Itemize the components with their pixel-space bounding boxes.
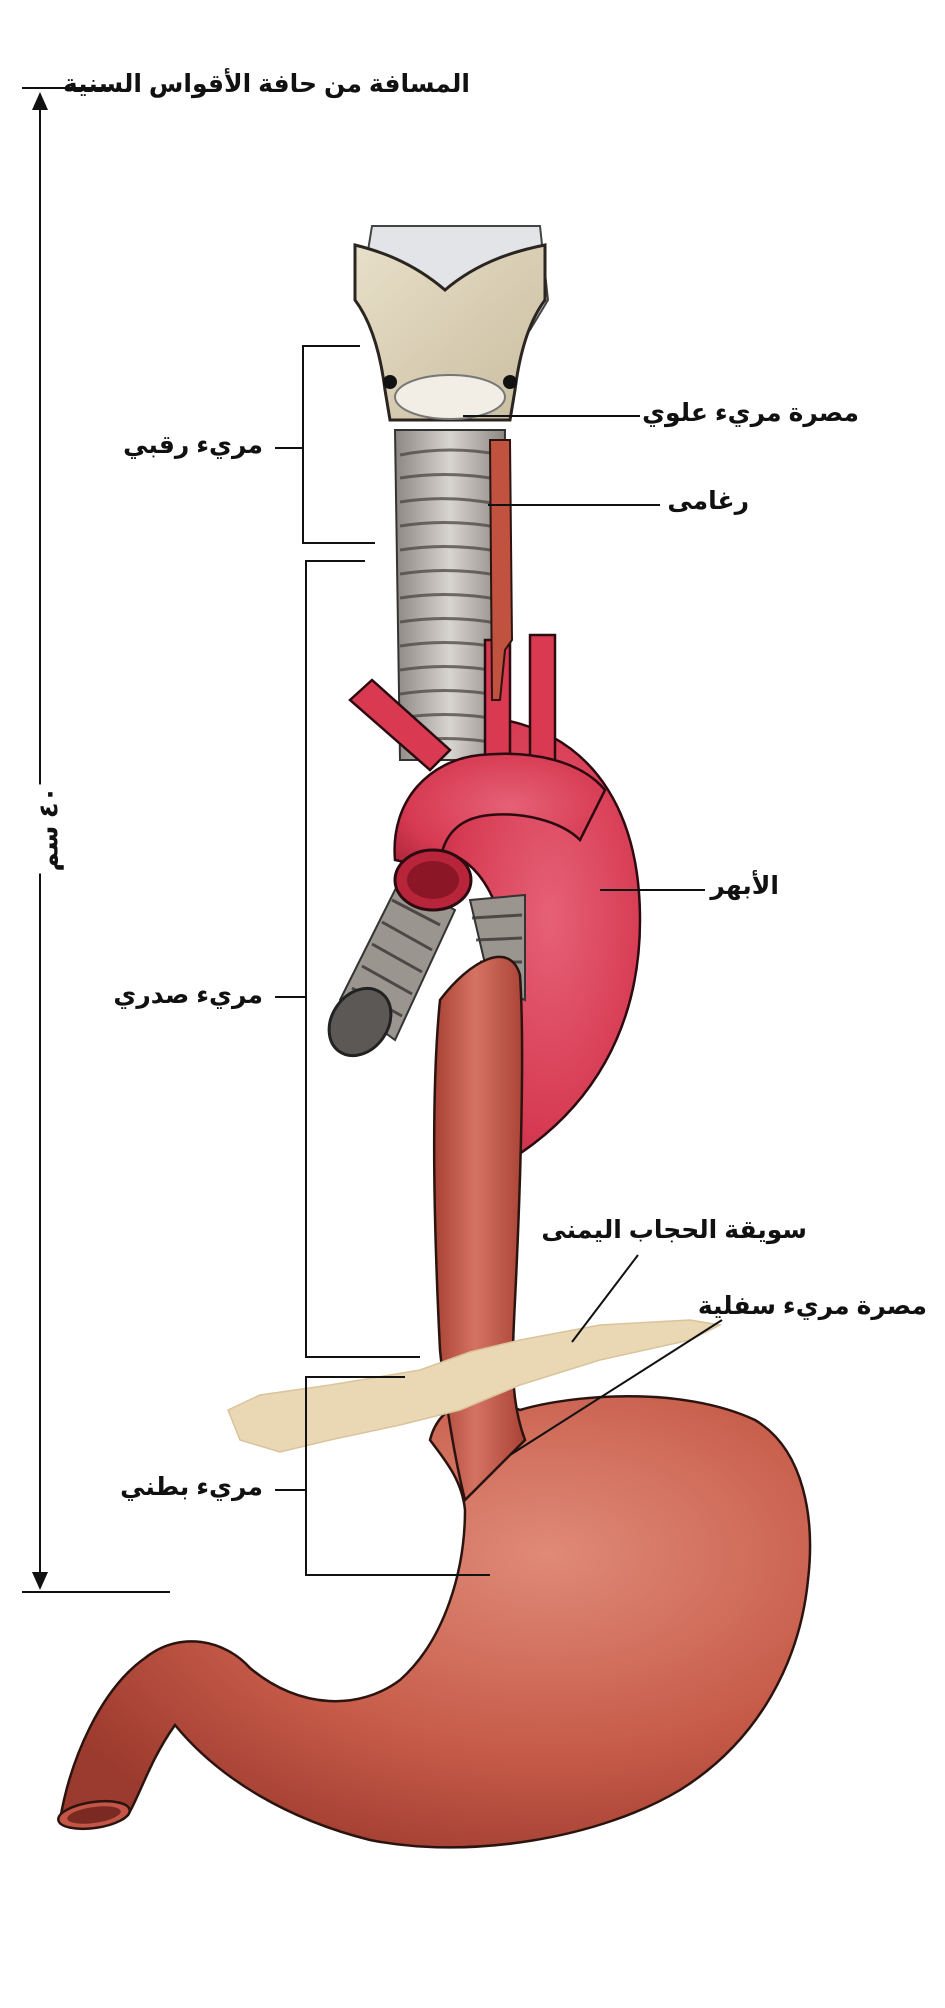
trachea-label: رغامى [667, 487, 749, 515]
leader-lines [463, 415, 723, 1456]
thoracic-esophagus-label: مريء صدري [113, 981, 263, 1009]
stomach [57, 1395, 812, 1849]
right-crus-label: سويقة الحجاب اليمنى [541, 1216, 807, 1244]
arrow-up-icon [32, 92, 48, 110]
upper-sphincter-label: مصرة مريء علوي [642, 399, 859, 427]
arrow-down-icon [32, 1572, 48, 1590]
larynx [353, 225, 550, 422]
diaphragm-crus [227, 1319, 723, 1453]
distance-title-label: المسافة من حافة الأقواس السنية [62, 70, 470, 98]
cervical-esophagus-label: مريء رقبي [123, 431, 263, 459]
lower-sphincter-label: مصرة مريء سفلية [697, 1292, 927, 1320]
abdominal-esophagus-label: مريء بطني [120, 1473, 263, 1501]
distance-value-label: ٤٠ سم [31, 784, 66, 874]
bronchus-opening [327, 986, 393, 1058]
aorta-label: الأبهر [710, 872, 779, 900]
region-brackets [275, 345, 490, 1576]
